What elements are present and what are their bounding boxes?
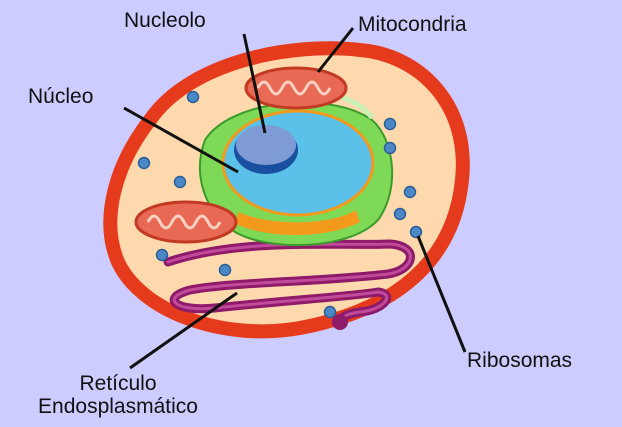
label-mitocondria: Mitocondria [358,14,467,35]
label-ribosomas: Ribosomas [467,350,572,371]
mitochondrion-left [136,202,236,242]
label-reticulo-line2: Endosplasmático [8,395,228,418]
label-reticulo-endoplasmatico: Retículo Endosplasmático [8,372,228,418]
mitochondrion-top [246,68,346,108]
label-reticulo-line1: Retículo [8,372,228,395]
label-nucleolo: Nucleolo [124,10,206,31]
label-nucleo: Núcleo [28,86,93,107]
